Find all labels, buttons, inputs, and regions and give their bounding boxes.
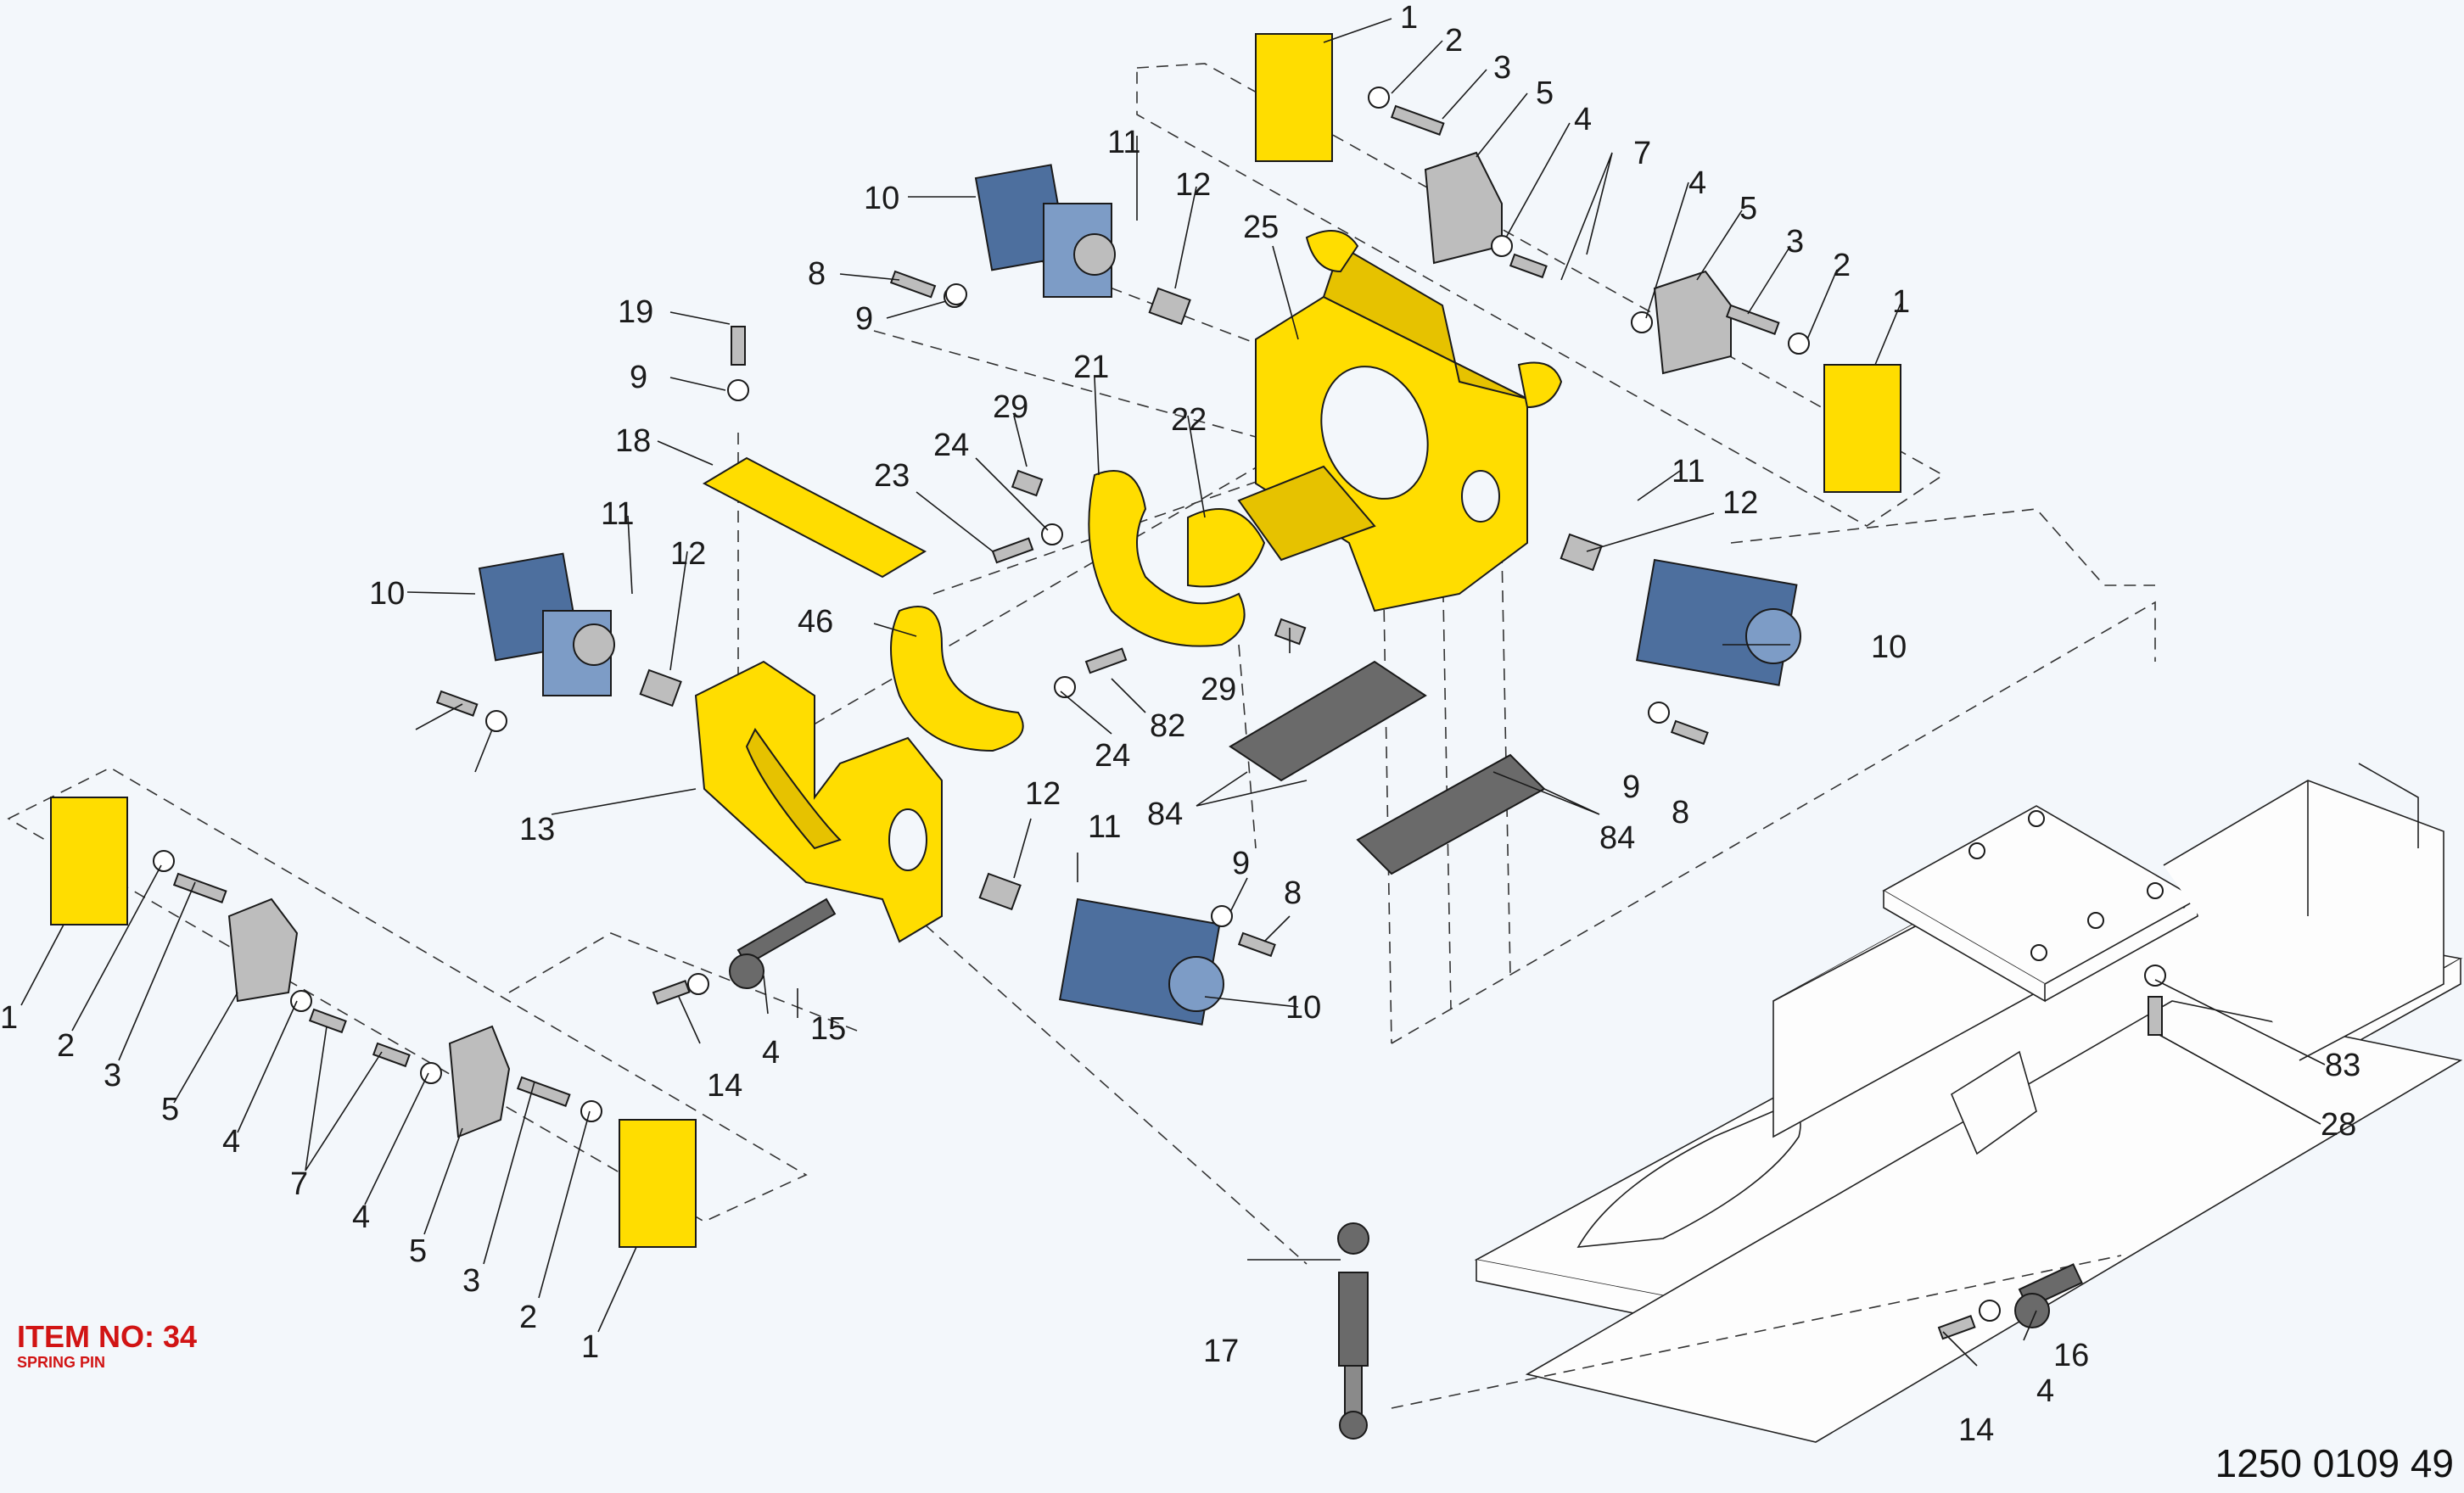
callout-5: 5: [1536, 75, 1554, 111]
callout-2: 2: [57, 1028, 75, 1064]
callout-12: 12: [1025, 776, 1061, 812]
callout-13: 13: [519, 812, 555, 847]
callout-4: 4: [1688, 165, 1706, 201]
callout-12: 12: [1175, 167, 1211, 203]
callout-25: 25: [1243, 210, 1279, 245]
callout-21: 21: [1073, 349, 1109, 385]
callout-23: 23: [874, 458, 910, 494]
callout-3: 3: [104, 1058, 121, 1093]
callout-3: 3: [1493, 50, 1511, 86]
callout-7: 7: [290, 1166, 308, 1202]
parts: [50, 33, 2166, 1440]
shim-84-a: [1229, 660, 1427, 782]
callout-8: 8: [1672, 795, 1689, 830]
callout-10: 10: [864, 181, 899, 216]
cylinder-10-right: [1636, 558, 1801, 686]
pad-5-top: [1424, 151, 1503, 265]
leader-lines: [20, 18, 2326, 1367]
ring-46: [890, 606, 1024, 752]
callout-5: 5: [1739, 191, 1757, 226]
ring-22: [1187, 508, 1266, 588]
pad-5-left: [227, 897, 299, 1003]
pin-15: [729, 897, 837, 989]
pad-5-bottom: [448, 1025, 511, 1138]
item-number-title: ITEM NO: 34: [17, 1319, 198, 1354]
callout-15: 15: [810, 1011, 846, 1047]
callout-11: 11: [1107, 125, 1140, 160]
callout-2: 2: [1445, 23, 1463, 59]
block-1-left: [50, 797, 128, 925]
callout-3: 3: [1786, 224, 1804, 260]
callout-labels: 1 2 3 5 4 7 4 5 3 2 1 11 12 10 8 9 25 19…: [0, 0, 2360, 1448]
block-1-bottom: [619, 1119, 697, 1248]
callout-12: 12: [670, 536, 706, 572]
ring-21: [1088, 470, 1246, 647]
callout-28: 28: [2321, 1107, 2356, 1143]
callout-14: 14: [1958, 1412, 1994, 1448]
block-1-top: [1255, 33, 1333, 162]
fasteners: [153, 87, 2166, 1340]
callout-11: 11: [1672, 454, 1705, 489]
callout-14: 14: [707, 1068, 742, 1104]
block-1-right: [1823, 364, 1901, 493]
main-bracket-frame: [1237, 230, 1563, 612]
callout-2: 2: [519, 1300, 537, 1335]
callout-11: 11: [1088, 809, 1121, 845]
item-label: ITEM NO: 34 SPRING PIN: [17, 1319, 198, 1372]
callout-4: 4: [352, 1199, 370, 1235]
callout-11: 11: [601, 496, 634, 532]
callout-12: 12: [1722, 485, 1758, 521]
callout-9: 9: [630, 360, 647, 395]
pin-16: [2014, 1263, 2083, 1328]
callout-10: 10: [369, 576, 405, 612]
callout-29: 29: [993, 389, 1028, 425]
gas-spring-17: [1337, 1222, 1369, 1440]
callout-84: 84: [1147, 797, 1183, 832]
callout-9: 9: [1232, 846, 1250, 881]
left-bracket: [694, 660, 943, 943]
callout-4: 4: [1574, 102, 1592, 137]
callout-16: 16: [2053, 1338, 2089, 1373]
callout-82: 82: [1150, 708, 1185, 744]
cylinder-10-left: [478, 552, 615, 696]
callout-1: 1: [581, 1329, 599, 1365]
callout-9: 9: [1622, 769, 1640, 805]
cylinder-10-bottom: [1059, 897, 1224, 1026]
callout-1: 1: [0, 1000, 18, 1036]
callout-17: 17: [1203, 1334, 1239, 1369]
callout-8: 8: [1284, 875, 1302, 911]
callout-10: 10: [1871, 629, 1907, 665]
shim-84-b: [1356, 753, 1546, 875]
callout-84: 84: [1599, 820, 1635, 856]
plate-18: [702, 456, 927, 579]
callout-83: 83: [2325, 1048, 2360, 1083]
callout-24: 24: [1095, 738, 1130, 774]
cylinder-10-top: [974, 164, 1116, 298]
callout-46: 46: [798, 604, 833, 640]
item-description: SPRING PIN: [17, 1354, 106, 1371]
callout-1: 1: [1400, 0, 1418, 36]
callout-2: 2: [1833, 248, 1851, 283]
callout-5: 5: [409, 1233, 427, 1269]
callout-5: 5: [161, 1092, 179, 1127]
callout-19: 19: [618, 294, 653, 330]
callout-4: 4: [762, 1035, 780, 1071]
callout-22: 22: [1171, 402, 1207, 438]
drawing-number: 1250 0109 49: [2215, 1441, 2454, 1485]
callout-4: 4: [2036, 1373, 2054, 1409]
callout-7: 7: [1633, 136, 1651, 171]
callout-3: 3: [462, 1263, 480, 1299]
pad-5-right: [1653, 270, 1732, 375]
callout-10: 10: [1285, 990, 1321, 1026]
callout-1: 1: [1892, 284, 1910, 320]
callout-24: 24: [933, 428, 969, 463]
callout-29: 29: [1201, 672, 1236, 707]
callout-4: 4: [222, 1124, 240, 1160]
callout-18: 18: [615, 423, 651, 459]
machine-frame: [1474, 763, 2463, 1443]
callout-9: 9: [855, 301, 873, 337]
callout-8: 8: [808, 256, 826, 292]
